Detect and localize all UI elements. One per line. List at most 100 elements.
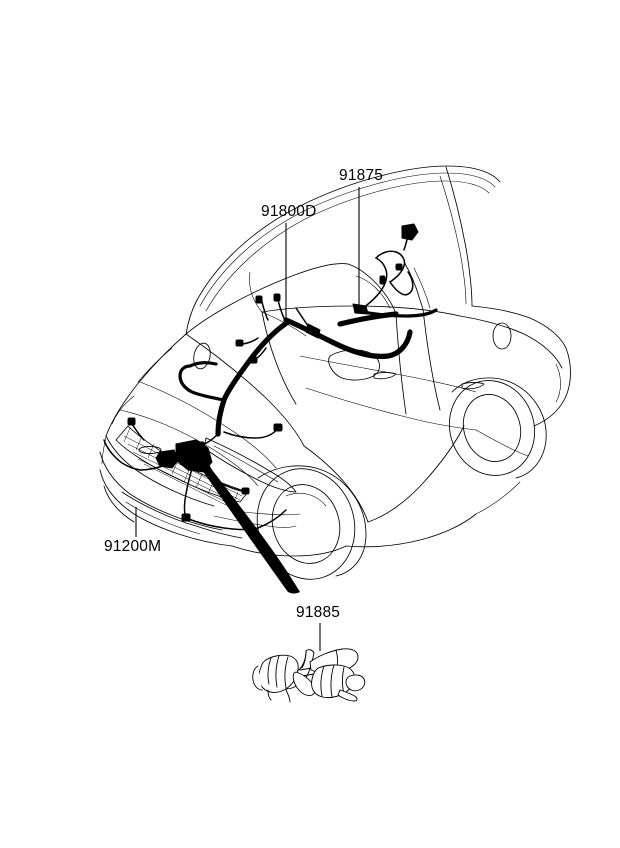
roofline-inner-2 xyxy=(205,180,490,312)
fog-lamp-housing xyxy=(213,515,297,528)
rear-quarter-upper xyxy=(471,305,567,349)
bumper-valance xyxy=(103,485,135,523)
detail-right-connector-rib-2 xyxy=(330,664,335,698)
fender-front-edge xyxy=(303,445,369,523)
harness-91875-loop-lower xyxy=(389,271,414,296)
rear-lower-body xyxy=(475,429,529,457)
callout-labels: 91875 91800D 91200M 91885 xyxy=(104,167,383,621)
callout-leaders xyxy=(135,187,360,651)
part-label-91875: 91875 xyxy=(339,167,383,184)
fender-left-front xyxy=(111,395,135,425)
c-pillar-inner xyxy=(439,175,467,305)
cowl-side xyxy=(261,311,297,405)
bumper-corner-left xyxy=(101,435,107,465)
bumper-mid-edge xyxy=(99,451,223,531)
connector-91800D-3 xyxy=(235,339,244,347)
rear-end-outline xyxy=(533,347,571,427)
connector-91875-mid xyxy=(379,275,386,285)
rear-wheel-rim xyxy=(462,394,522,462)
connector-91875-small xyxy=(395,263,403,271)
detail-center-tube xyxy=(292,671,316,697)
front-wheel-rim xyxy=(271,484,341,564)
connector-91800D-1 xyxy=(255,295,263,304)
harness-91875-rail xyxy=(337,311,399,327)
c-pillar xyxy=(445,166,473,307)
hood-left-edge xyxy=(105,333,187,437)
detail-right-connector-rib-1 xyxy=(320,665,325,697)
fuel-filler-door xyxy=(492,322,512,350)
harness-91875-loop-upper xyxy=(375,250,406,283)
bumper-lower-edge xyxy=(99,469,233,547)
harness-91875 xyxy=(337,223,438,327)
wiper-pivot-cap xyxy=(193,342,211,370)
a-pillar-front xyxy=(185,301,197,335)
detail-left-connector-rib-1 xyxy=(267,657,272,685)
connector-91875-pillar xyxy=(352,303,369,315)
rear-lamp-edge xyxy=(555,363,561,403)
detail-pointer-wedge xyxy=(202,462,300,594)
lower-grille-inner xyxy=(125,501,201,535)
detail-left-connector-rib-3 xyxy=(284,656,289,689)
detail-bracket-foot xyxy=(337,689,358,702)
harness-91800D xyxy=(178,293,413,450)
harness-91800D-left-run xyxy=(215,319,291,437)
connector-91200M-secondary xyxy=(155,449,179,469)
door-shut-front xyxy=(395,313,407,415)
beltline-rear xyxy=(459,315,563,369)
door-handle-front xyxy=(373,372,397,380)
windshield-edge xyxy=(249,271,263,313)
detail-boot-inner-edge xyxy=(301,650,307,669)
hood-right-edge xyxy=(185,333,305,447)
rear-tire xyxy=(448,380,536,476)
connector-91200M-left xyxy=(127,417,136,426)
headlamp-left xyxy=(203,437,297,493)
detail-wire-stub-left xyxy=(285,689,291,703)
part-label-91885: 91885 xyxy=(296,604,340,621)
door-shut-rear xyxy=(423,317,441,411)
detail-left-connector-tab xyxy=(252,665,263,691)
rocker-crease xyxy=(305,387,477,431)
rear-rocker-end xyxy=(475,481,521,515)
detail-mounting-latch xyxy=(345,674,366,692)
connector-91800D-6 xyxy=(273,423,283,432)
detail-wire-stub-left-2 xyxy=(267,689,272,701)
roofline-outer xyxy=(195,165,501,303)
part-label-91200M: 91200M xyxy=(104,538,161,555)
harness-91200M-fog-branch xyxy=(257,509,287,529)
hood-crease-1 xyxy=(139,381,277,469)
harness-91800D-branch-b xyxy=(277,299,285,319)
connector-91800D-7 xyxy=(305,323,321,339)
harness-91800D-loop-return xyxy=(188,361,218,368)
front-wheel-spoke-hint xyxy=(285,493,327,507)
connector-91200M-fog xyxy=(241,487,250,495)
front-emblem xyxy=(138,445,162,455)
headlamp-detail xyxy=(213,445,279,483)
door-handle-rear xyxy=(461,382,485,390)
connector-assembly-detail-view xyxy=(252,648,366,703)
bumper-bottom xyxy=(231,545,347,557)
rear-door-glass-edge xyxy=(413,267,431,309)
front-fender-to-door xyxy=(367,425,465,523)
lower-grille-top xyxy=(121,491,243,539)
connector-91200M-bumper xyxy=(181,513,191,522)
roofline-inner xyxy=(199,172,496,307)
bumper-top-edge xyxy=(105,435,215,507)
connector-91800D-4 xyxy=(249,356,258,364)
harness-91800D-branch-a xyxy=(261,301,269,321)
part-label-91800D: 91800D xyxy=(261,203,317,220)
rocker-lower xyxy=(345,513,477,548)
detail-left-connector-rib-2 xyxy=(275,655,280,688)
rear-wheel-arch xyxy=(451,377,547,479)
windshield-lower-edge xyxy=(185,263,349,335)
harness-91800D-fender-loop xyxy=(178,364,226,402)
harness-91875-riser xyxy=(358,257,388,312)
connector-91875-roof xyxy=(401,223,419,241)
harness-91200M-left-run xyxy=(103,439,141,471)
harness-91875-cross-run xyxy=(357,308,438,318)
harness-91200M-branch-c xyxy=(131,423,145,441)
front-wheel-arch xyxy=(257,465,367,577)
hood-left-front xyxy=(137,347,173,383)
